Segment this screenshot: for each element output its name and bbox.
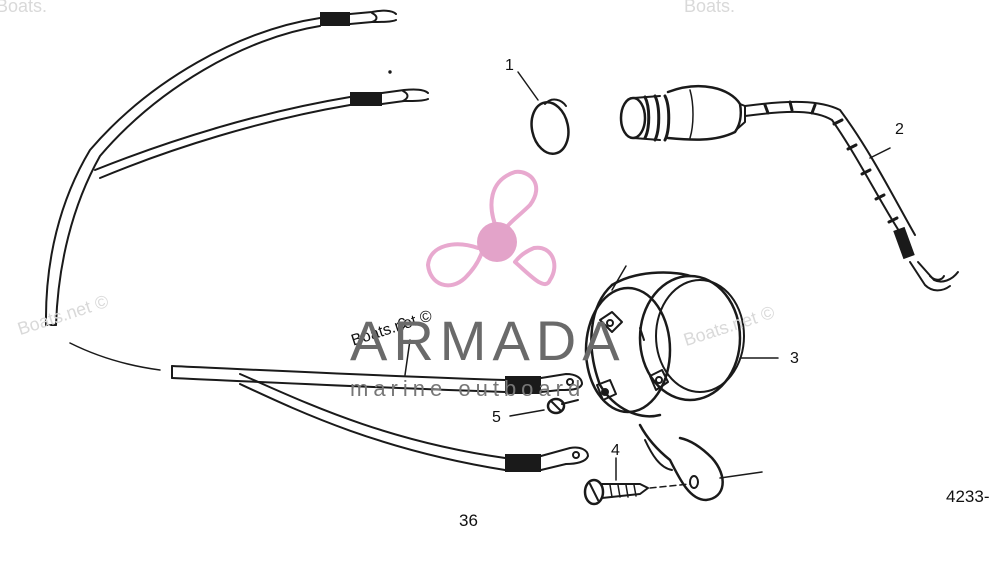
drawing-code: 4233-: [946, 487, 990, 506]
part-2-bulb-socket: [619, 85, 959, 292]
part-3-gauge-housing: [584, 265, 779, 502]
callout-2: 2: [895, 121, 904, 138]
part-1-snap-ring: [517, 71, 570, 155]
page-number: 36: [459, 511, 478, 530]
callout-6: 6: [397, 316, 406, 333]
part-4-mounting-screw: [583, 457, 691, 506]
lower-terminal-lower: [505, 446, 589, 472]
lower-wire-harness: [171, 339, 506, 471]
watermark-text-top-left: Boats.: [0, 0, 48, 16]
lower-terminal-upper: [505, 373, 583, 394]
part-5-small-screw: [509, 397, 579, 417]
callout-4: 4: [611, 442, 620, 459]
callout-1: 1: [505, 57, 514, 74]
upper-terminal-bottom: [350, 70, 429, 106]
callout-5: 5: [492, 409, 501, 426]
upper-wire-harness: [44, 17, 351, 371]
watermark-propeller-logo: [426, 169, 557, 288]
watermark-text-top-right: Boats.: [684, 0, 736, 16]
upper-terminal-top: [320, 9, 397, 26]
callout-3: 3: [790, 350, 799, 367]
watermark-brand-tagline: marine outboard: [350, 376, 586, 401]
watermark-brand-name: ARMADA: [350, 309, 626, 372]
